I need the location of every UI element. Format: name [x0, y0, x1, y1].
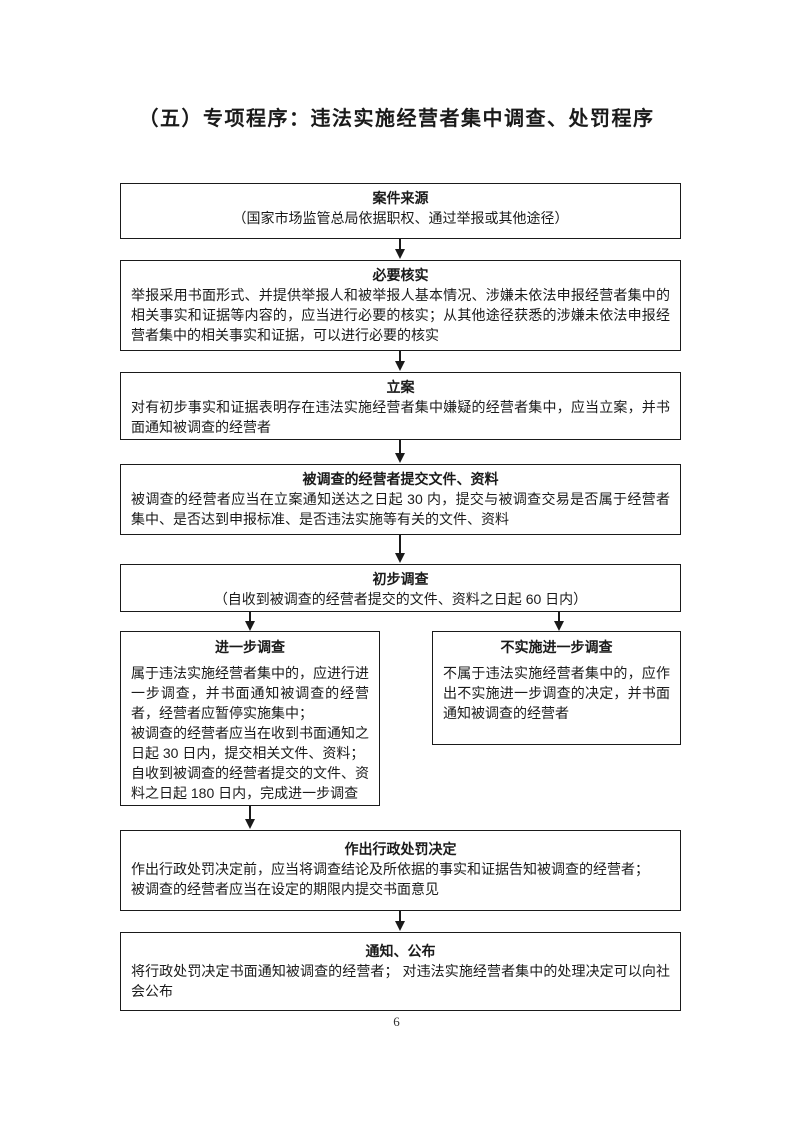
step-body-penalty-decision: 作出行政处罚决定前，应当将调查结论及所依据的事实和证据告知被调查的经营者； 被调… — [131, 861, 649, 897]
step-title-no-further-investigation: 不实施进一步调查 — [500, 639, 613, 655]
step-title-verification: 必要核实 — [372, 267, 429, 283]
step-body-preliminary-investigation: （自收到被调查的经营者提交的文件、资料之日起 60 日内） — [213, 591, 588, 607]
section-title: （五）专项程序：违法实施经营者集中调查、处罚程序 — [138, 108, 655, 130]
arrow-shaft — [558, 612, 560, 621]
step-body-submit-documents: 被调查的经营者应当在立案通知送达之日起 30 内，提交与被调查交易是否属于经营者… — [131, 491, 670, 527]
arrow-head — [395, 249, 405, 259]
arrow-head — [245, 819, 255, 829]
step-body-filing: 对有初步事实和证据表明存在违法实施经营者集中嫌疑的经营者集中，应当立案，并书面通… — [131, 399, 670, 435]
flow-step-submit-documents: 被调查的经营者提交文件、资料 被调查的经营者应当在立案通知送达之日起 30 内，… — [120, 464, 681, 535]
arrow-shaft — [249, 806, 251, 819]
down-arrow-icon — [553, 612, 565, 631]
step-body-no-further-investigation: 不属于违法实施经营者集中的，应作出不实施进一步调查的决定，并书面通知被调查的经营… — [443, 665, 670, 721]
flow-step-filing: 立案 对有初步事实和证据表明存在违法实施经营者集中嫌疑的经营者集中，应当立案，并… — [120, 372, 681, 440]
arrow-shaft — [399, 351, 401, 361]
flow-step-case-source: 案件来源 （国家市场监管总局依据职权、通过举报或其他途径） — [120, 183, 681, 239]
flow-step-no-further-investigation: 不实施进一步调查 不属于违法实施经营者集中的，应作出不实施进一步调查的决定，并书… — [432, 631, 681, 745]
flow-step-verification: 必要核实 举报采用书面形式、并提供举报人和被举报人基本情况、涉嫌未依法申报经营者… — [120, 260, 681, 351]
step-title-case-source: 案件来源 — [372, 190, 429, 206]
down-arrow-icon — [394, 535, 406, 563]
page-number: 6 — [393, 1014, 400, 1029]
arrow-shaft — [399, 239, 401, 249]
step-title-notice-publication: 通知、公布 — [365, 943, 436, 959]
flow-step-further-investigation: 进一步调查 属于违法实施经营者集中的，应进行进一步调查，并书面通知被调查的经营者… — [120, 631, 380, 806]
step-body-notice-publication: 将行政处罚决定书面通知被调查的经营者； 对违法实施经营者集中的处理决定可以向社会… — [131, 963, 670, 999]
arrow-shaft — [399, 535, 401, 553]
arrow-head — [554, 621, 564, 631]
step-title-submit-documents: 被调查的经营者提交文件、资料 — [302, 471, 499, 487]
down-arrow-icon — [244, 612, 256, 631]
down-arrow-icon — [394, 440, 406, 463]
arrow-head — [395, 453, 405, 463]
arrow-shaft — [399, 911, 401, 921]
down-arrow-icon — [394, 239, 406, 259]
step-title-penalty-decision: 作出行政处罚决定 — [344, 841, 457, 857]
down-arrow-icon — [394, 351, 406, 371]
step-title-further-investigation: 进一步调查 — [215, 639, 285, 655]
step-body-verification: 举报采用书面形式、并提供举报人和被举报人基本情况、涉嫌未依法申报经营者集中的相关… — [131, 287, 670, 343]
step-title-preliminary-investigation: 初步调查 — [372, 571, 429, 587]
arrow-shaft — [249, 612, 251, 621]
flow-step-notice-publication: 通知、公布 将行政处罚决定书面通知被调查的经营者； 对违法实施经营者集中的处理决… — [120, 932, 681, 1011]
flow-step-preliminary-investigation: 初步调查 （自收到被调查的经营者提交的文件、资料之日起 60 日内） — [120, 564, 681, 612]
step-body-case-source: （国家市场监管总局依据职权、通过举报或其他途径） — [232, 210, 569, 226]
arrow-head — [395, 553, 405, 563]
arrow-head — [395, 361, 405, 371]
step-title-filing: 立案 — [386, 379, 415, 395]
flow-step-penalty-decision: 作出行政处罚决定 作出行政处罚决定前，应当将调查结论及所依据的事实和证据告知被调… — [120, 830, 681, 911]
step-body-further-investigation: 属于违法实施经营者集中的，应进行进一步调查，并书面通知被调查的经营者，经营者应暂… — [131, 665, 369, 801]
down-arrow-icon — [394, 911, 406, 931]
arrow-head — [395, 921, 405, 931]
arrow-shaft — [399, 440, 401, 453]
down-arrow-icon — [244, 806, 256, 829]
arrow-head — [245, 621, 255, 631]
